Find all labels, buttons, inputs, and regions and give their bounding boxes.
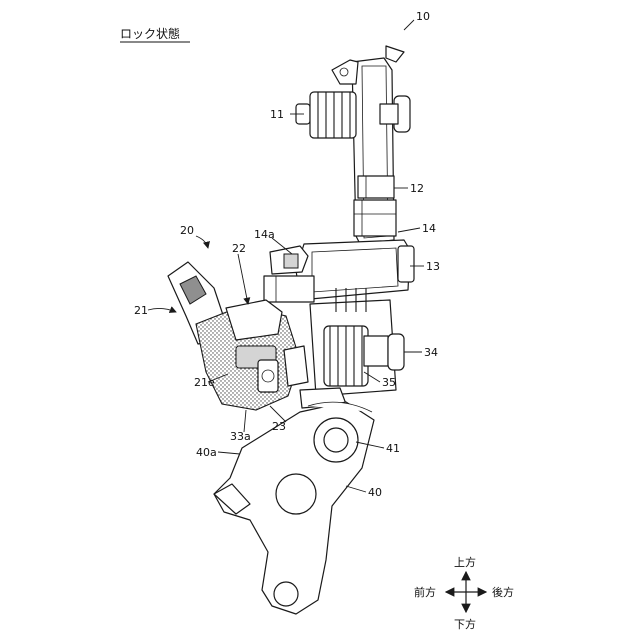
part-label-40: 40 bbox=[368, 486, 382, 499]
direction-indicator bbox=[446, 572, 486, 612]
part-label-34: 34 bbox=[424, 346, 438, 359]
upper-bracket-assembly bbox=[332, 46, 404, 244]
part-label-12: 12 bbox=[410, 182, 424, 195]
part-label-11: 11 bbox=[270, 108, 284, 121]
part-label-20: 20 bbox=[180, 224, 194, 237]
part-label-10: 10 bbox=[416, 10, 430, 23]
part-label-21e: 21e bbox=[194, 376, 215, 389]
part-label-41: 41 bbox=[386, 442, 400, 455]
direction-up-label: 上方 bbox=[454, 555, 476, 569]
part-label-21: 21 bbox=[134, 304, 148, 317]
part-label-13: 13 bbox=[426, 260, 440, 273]
direction-rear-label: 後方 bbox=[492, 585, 514, 599]
part-label-33a: 33a bbox=[230, 430, 251, 443]
part-label-35: 35 bbox=[382, 376, 396, 389]
direction-front-label: 前方 bbox=[414, 585, 436, 599]
part-label-23: 23 bbox=[272, 420, 286, 433]
state-label: ロック状態 bbox=[120, 26, 180, 41]
part-label-40a: 40a bbox=[196, 446, 217, 459]
part-label-14: 14 bbox=[422, 222, 436, 235]
direction-down-label: 下方 bbox=[454, 617, 476, 631]
part-label-14a: 14a bbox=[254, 228, 275, 241]
part-label-22: 22 bbox=[232, 242, 246, 255]
